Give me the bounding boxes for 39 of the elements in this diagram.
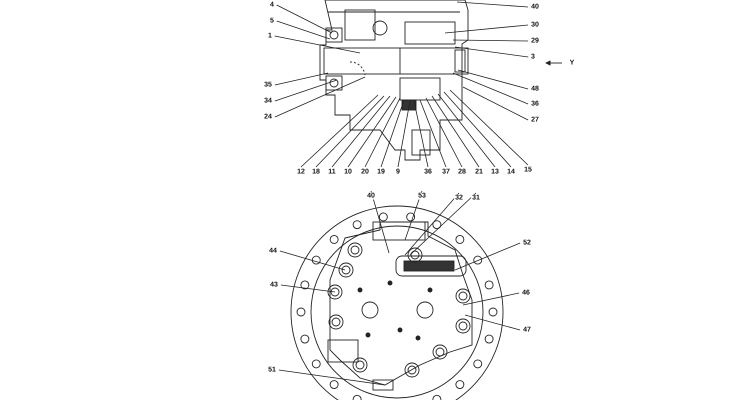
leader-line [444, 24, 528, 34]
leader-line [410, 192, 476, 256]
leader-line [300, 94, 378, 168]
leader-line [404, 192, 460, 256]
leader-line [316, 96, 384, 168]
cross-section-drawing [320, 0, 468, 160]
leader-line [452, 40, 528, 42]
leader-line [380, 100, 404, 168]
leader-line [398, 100, 410, 168]
leader-line [276, 20, 330, 40]
leader-line [456, 2, 528, 8]
leader-line [458, 70, 528, 90]
leader-line [454, 242, 520, 270]
leader-line [438, 94, 496, 168]
leader-line [444, 92, 512, 168]
leader-line [278, 370, 386, 386]
leader-line [454, 46, 529, 58]
leader-line [462, 292, 520, 306]
leader-line [420, 100, 446, 168]
leader-line [364, 98, 400, 168]
leader-line [276, 4, 332, 34]
leader-line [464, 314, 520, 330]
leader-line [274, 72, 328, 86]
leader-line [452, 72, 528, 104]
leader-line [432, 96, 480, 168]
leader-line [274, 36, 360, 54]
leader-line [450, 90, 528, 166]
leader-line [414, 100, 428, 168]
leader-line [404, 190, 422, 240]
leader-line [426, 98, 462, 168]
leader-line [280, 284, 336, 292]
leader-line [274, 76, 366, 118]
end-view-drawing [290, 206, 504, 400]
leader-line [462, 86, 528, 120]
leader-line [332, 96, 390, 168]
leader-line [274, 80, 338, 102]
leader-line [280, 250, 346, 270]
leader-line [370, 190, 390, 254]
leader-line [348, 96, 396, 168]
